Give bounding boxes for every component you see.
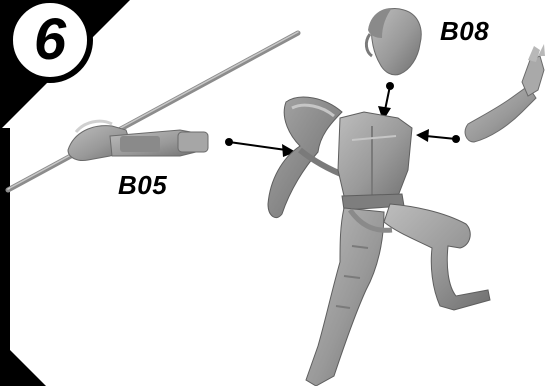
arrow-left-arm — [225, 138, 296, 157]
arm-part-label: B05 — [118, 170, 167, 201]
right-arm-part — [465, 44, 545, 142]
head-part-label: B08 — [440, 16, 489, 47]
arrow-right-arm — [416, 129, 460, 143]
head-part — [366, 8, 421, 75]
step-number: 6 — [12, 2, 88, 78]
left-arm-part — [68, 121, 208, 160]
